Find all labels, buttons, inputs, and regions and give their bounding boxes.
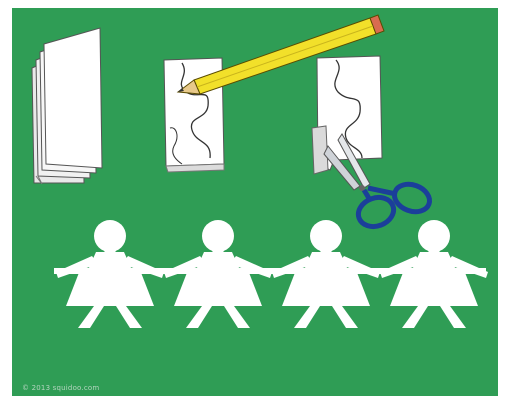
- folded-paper-stack-icon: [32, 28, 102, 184]
- paper-doll-illustration: [12, 8, 498, 396]
- copyright-text: © 2013 squidoo.com: [22, 384, 99, 392]
- paper-doll-chain-icon: [54, 220, 488, 328]
- illustration-panel: © 2013 squidoo.com: [12, 8, 498, 396]
